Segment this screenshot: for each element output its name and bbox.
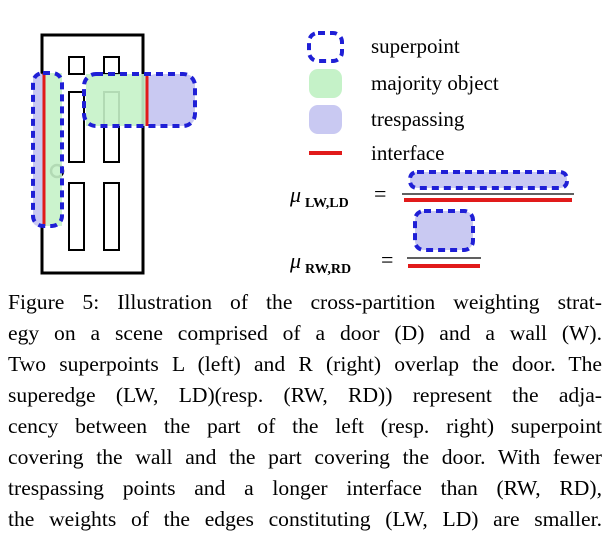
legend-superpoint: superpoint (307, 31, 460, 63)
equation-rw-rd: μ RW,RD = (289, 209, 481, 277)
mu-symbol-2: μ (289, 248, 301, 273)
left-superpoint (31, 71, 64, 228)
caption-line-1: Figure 5: Illustration of the cross-part… (8, 290, 602, 314)
legend-trespassing-label: trespassing (371, 107, 465, 131)
legend-interface: interface (309, 141, 444, 165)
legend-interface-label: interface (371, 141, 444, 165)
legend-superpoint-label: superpoint (371, 34, 460, 58)
right-superpoint (82, 72, 197, 128)
caption-line-6: covering the wall and the part covering … (8, 445, 602, 469)
equals-1: = (374, 181, 386, 206)
trespassing-swatch (309, 105, 342, 134)
numerator-superpoint-block (413, 209, 475, 252)
caption-line-4: superedge (LW, LD)(resp. (RW, RD)) repre… (8, 383, 602, 407)
legend-trespassing: trespassing (309, 105, 465, 134)
legend-majority: majority object (309, 69, 499, 98)
legend: superpoint majority object trespassing i… (307, 31, 499, 165)
majority-swatch (309, 69, 342, 98)
caption-line-2: egy on a scene comprised of a door (D) a… (8, 321, 602, 345)
caption-line-5: cency between the part of the left (resp… (8, 414, 602, 438)
figure-illustration: superpoint majority object trespassing i… (31, 31, 574, 277)
figure-caption: Figure 5: Illustration of the cross-part… (8, 287, 602, 535)
legend-majority-label: majority object (371, 71, 499, 95)
equals-2: = (381, 247, 393, 272)
subscript-rw-rd: RW,RD (305, 262, 351, 277)
caption-line-3: Two superpoints L (left) and R (right) o… (8, 352, 602, 376)
caption-line-8: the weights of the edges constituting (L… (8, 507, 602, 531)
superpoint-swatch (307, 31, 344, 63)
caption-line-7: trespassing points and a longer interfac… (8, 476, 602, 500)
mu-symbol-1: μ (289, 182, 301, 207)
subscript-lw-ld: LW,LD (305, 196, 349, 211)
equation-lw-ld: μ LW,LD = (289, 170, 574, 211)
